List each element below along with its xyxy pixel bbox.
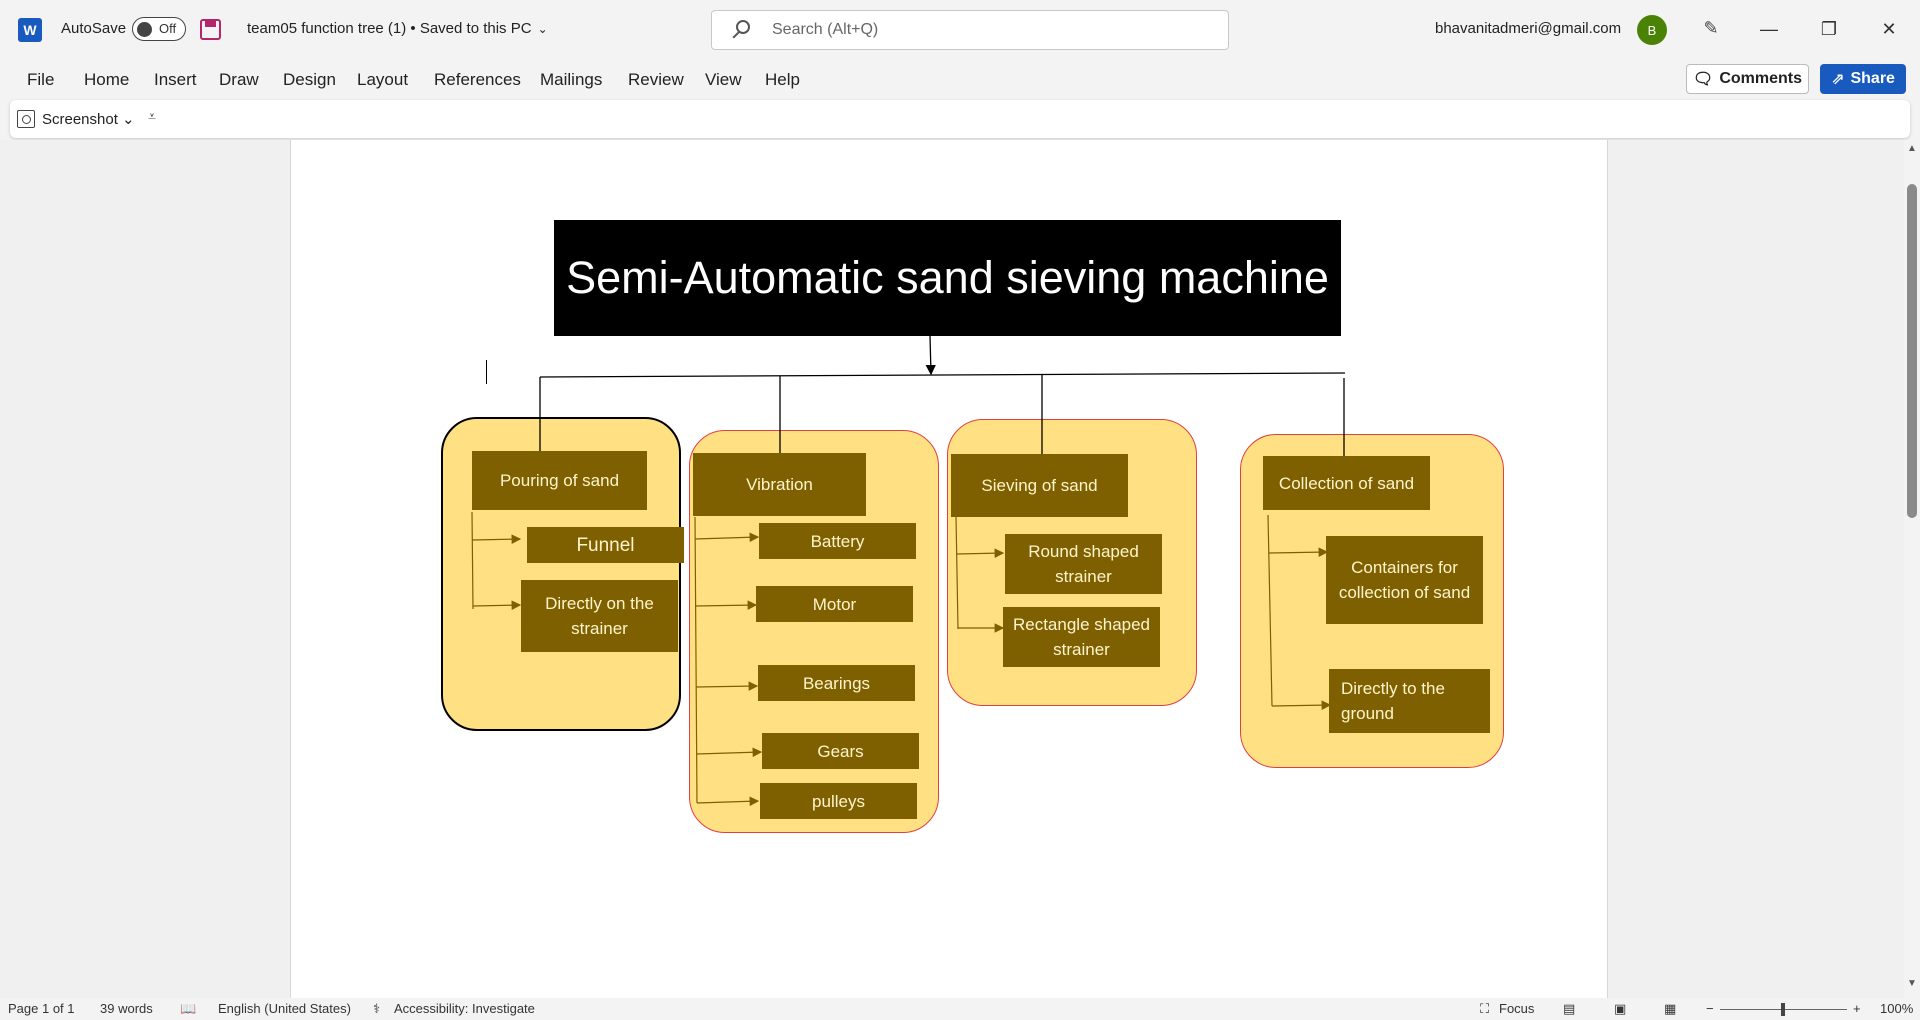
zoom-out-icon[interactable]: − (1706, 1001, 1714, 1016)
language[interactable]: English (United States) (218, 1001, 351, 1016)
diagram-title[interactable]: Semi-Automatic sand sieving machine (554, 220, 1341, 336)
autosave-state: Off (159, 21, 177, 36)
node-rectangle-shaped-strainer[interactable]: Rectangle shaped strainer (1003, 607, 1160, 667)
focus-button[interactable]: Focus (1499, 1001, 1535, 1016)
close-button[interactable]: ✕ (1881, 19, 1897, 39)
screenshot-button[interactable]: Screenshot ⌄ (42, 111, 135, 128)
menu-file[interactable]: File (27, 70, 55, 89)
designer-pen-icon[interactable]: ✎ (1703, 18, 1719, 38)
minimize-button[interactable]: — (1760, 19, 1778, 39)
accessibility-icon: ⚕ (373, 1001, 381, 1016)
node-containers-for-collection[interactable]: Containers for collection of sand (1326, 536, 1483, 624)
menu-references[interactable]: References (434, 70, 521, 89)
scrollbar-thumb[interactable] (1907, 184, 1917, 518)
comments-label: Comments (1719, 70, 1802, 87)
share-button[interactable]: ⇗ Share (1820, 64, 1906, 94)
customize-toolbar-icon[interactable]: ⩡ (148, 108, 156, 124)
word-icon: W (18, 18, 42, 42)
node-directly-on-strainer[interactable]: Directly on the strainer (521, 580, 678, 652)
page-count[interactable]: Page 1 of 1 (8, 1001, 75, 1016)
search-icon (736, 20, 750, 34)
zoom-in-icon[interactable]: + (1853, 1001, 1861, 1016)
comments-button[interactable]: 🗨 Comments (1686, 64, 1809, 94)
menu-bar: File Home Insert Draw Design Layout Refe… (0, 62, 1920, 98)
toggle-knob (137, 21, 152, 37)
search-input[interactable]: Search (Alt+Q) (711, 10, 1229, 50)
node-pulleys[interactable]: pulleys (760, 783, 917, 819)
account-email[interactable]: bhavanitadmeri@gmail.com (1435, 20, 1622, 37)
read-mode-icon[interactable]: ▤ (1563, 1001, 1576, 1016)
accessibility-status[interactable]: Accessibility: Investigate (394, 1001, 535, 1016)
node-collection-of-sand[interactable]: Collection of sand (1263, 456, 1430, 510)
screenshot-icon (17, 110, 35, 128)
node-gears[interactable]: Gears (762, 733, 919, 769)
node-round-shaped-strainer[interactable]: Round shaped strainer (1005, 534, 1162, 594)
word-count[interactable]: 39 words (100, 1001, 153, 1016)
node-directly-to-ground[interactable]: Directly to the ground (1329, 669, 1490, 733)
share-icon: ⇗ (1831, 71, 1845, 88)
autosave-label: AutoSave (61, 20, 127, 37)
menu-insert[interactable]: Insert (154, 70, 197, 89)
menu-mailings[interactable]: Mailings (540, 70, 603, 89)
ribbon: Screenshot ⌄ ⩡ (10, 100, 1910, 138)
vertical-scrollbar[interactable]: ▲ ▼ (1904, 140, 1920, 998)
menu-review[interactable]: Review (628, 70, 684, 89)
document-title-text: team05 function tree (1) • Saved to this… (247, 20, 532, 37)
function-tree-diagram: Semi-Automatic sand sieving machine Pour… (0, 140, 1904, 998)
connector-lines (471, 335, 1346, 807)
print-layout-icon[interactable]: ▣ (1614, 1001, 1627, 1016)
node-motor[interactable]: Motor (756, 586, 913, 622)
status-bar: Page 1 of 1 39 words 📖 English (United S… (0, 998, 1920, 1020)
share-label: Share (1850, 70, 1895, 87)
menu-help[interactable]: Help (765, 70, 800, 89)
menu-view[interactable]: View (705, 70, 742, 89)
node-battery[interactable]: Battery (759, 523, 916, 559)
menu-draw[interactable]: Draw (219, 70, 259, 89)
zoom-level[interactable]: 100% (1880, 1001, 1914, 1016)
autosave-toggle[interactable]: Off (132, 17, 186, 41)
title-bar: W AutoSave Off team05 function tree (1) … (0, 0, 1920, 60)
node-vibration[interactable]: Vibration (693, 453, 866, 516)
text-cursor (486, 360, 487, 384)
menu-design[interactable]: Design (283, 70, 336, 89)
menu-layout[interactable]: Layout (357, 70, 409, 89)
search-placeholder: Search (Alt+Q) (772, 21, 879, 38)
proofing-icon[interactable]: 📖 (180, 1001, 197, 1016)
scroll-down-icon[interactable]: ▼ (1907, 978, 1917, 989)
save-icon[interactable] (200, 19, 221, 40)
node-funnel[interactable]: Funnel (527, 527, 684, 563)
node-sieving-of-sand[interactable]: Sieving of sand (951, 454, 1128, 517)
node-bearings[interactable]: Bearings (758, 665, 915, 701)
chevron-down-icon: ⌄ (537, 22, 548, 36)
focus-icon: ⛶ (1480, 1001, 1490, 1016)
web-layout-icon[interactable]: ▦ (1664, 1001, 1677, 1016)
scroll-up-icon[interactable]: ▲ (1907, 143, 1917, 154)
comment-icon: 🗨 (1693, 71, 1714, 88)
document-canvas[interactable]: Semi-Automatic sand sieving machine Pour… (0, 140, 1904, 998)
screenshot-label: Screenshot (42, 111, 118, 128)
node-pouring-of-sand[interactable]: Pouring of sand (472, 451, 647, 510)
zoom-slider-thumb[interactable] (1781, 1003, 1785, 1016)
restore-button[interactable]: ❐ (1820, 19, 1838, 39)
document-title[interactable]: team05 function tree (1) • Saved to this… (247, 20, 548, 37)
avatar[interactable]: B (1637, 15, 1667, 45)
menu-home[interactable]: Home (84, 70, 130, 89)
